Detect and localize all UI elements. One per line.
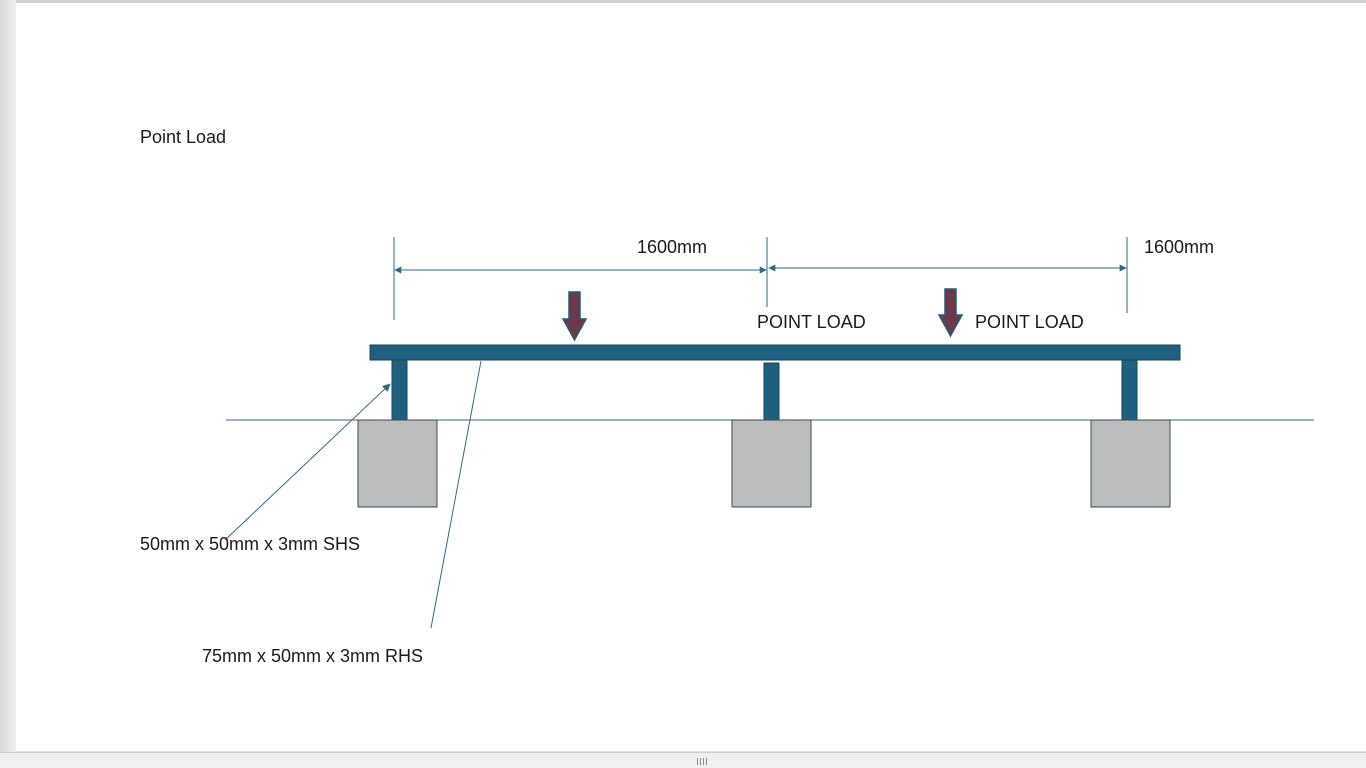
rhs-beam: [369, 344, 1181, 361]
concrete-footing-middle: [731, 419, 812, 508]
point-load-label-2: POINT LOAD: [975, 312, 1084, 332]
point-load-arrow-icon-1: [561, 291, 588, 342]
beam-member-label: 75mm x 50mm x 3mm RHS: [202, 646, 423, 666]
point-load-arrow-icon-2: [937, 288, 964, 338]
shs-post-middle: [763, 362, 780, 421]
point-load-label-1: POINT LOAD: [757, 312, 866, 332]
dimension-label-span-1: 1600mm: [637, 237, 707, 257]
post-member-label: 50mm x 50mm x 3mm SHS: [140, 534, 360, 554]
scrollbar-grip-icon[interactable]: [697, 758, 709, 765]
document-page: [16, 3, 1366, 751]
leader-line-post: [224, 383, 391, 541]
leader-line-beam: [430, 360, 482, 629]
shs-post-left: [391, 359, 408, 421]
dimension-label-span-2: 1600mm: [1144, 237, 1214, 257]
diagram-title: Point Load: [140, 127, 226, 147]
window-top-edge: [0, 0, 1366, 3]
horizontal-scrollbar[interactable]: [0, 752, 1366, 768]
concrete-footing-right: [1090, 419, 1171, 508]
concrete-footing-left: [357, 419, 438, 508]
page-left-margin: [0, 0, 16, 752]
beam-diagram: Point Load 1600mm 1600mm POINT LOAD POIN…: [140, 127, 1314, 666]
shs-post-right: [1121, 359, 1138, 421]
